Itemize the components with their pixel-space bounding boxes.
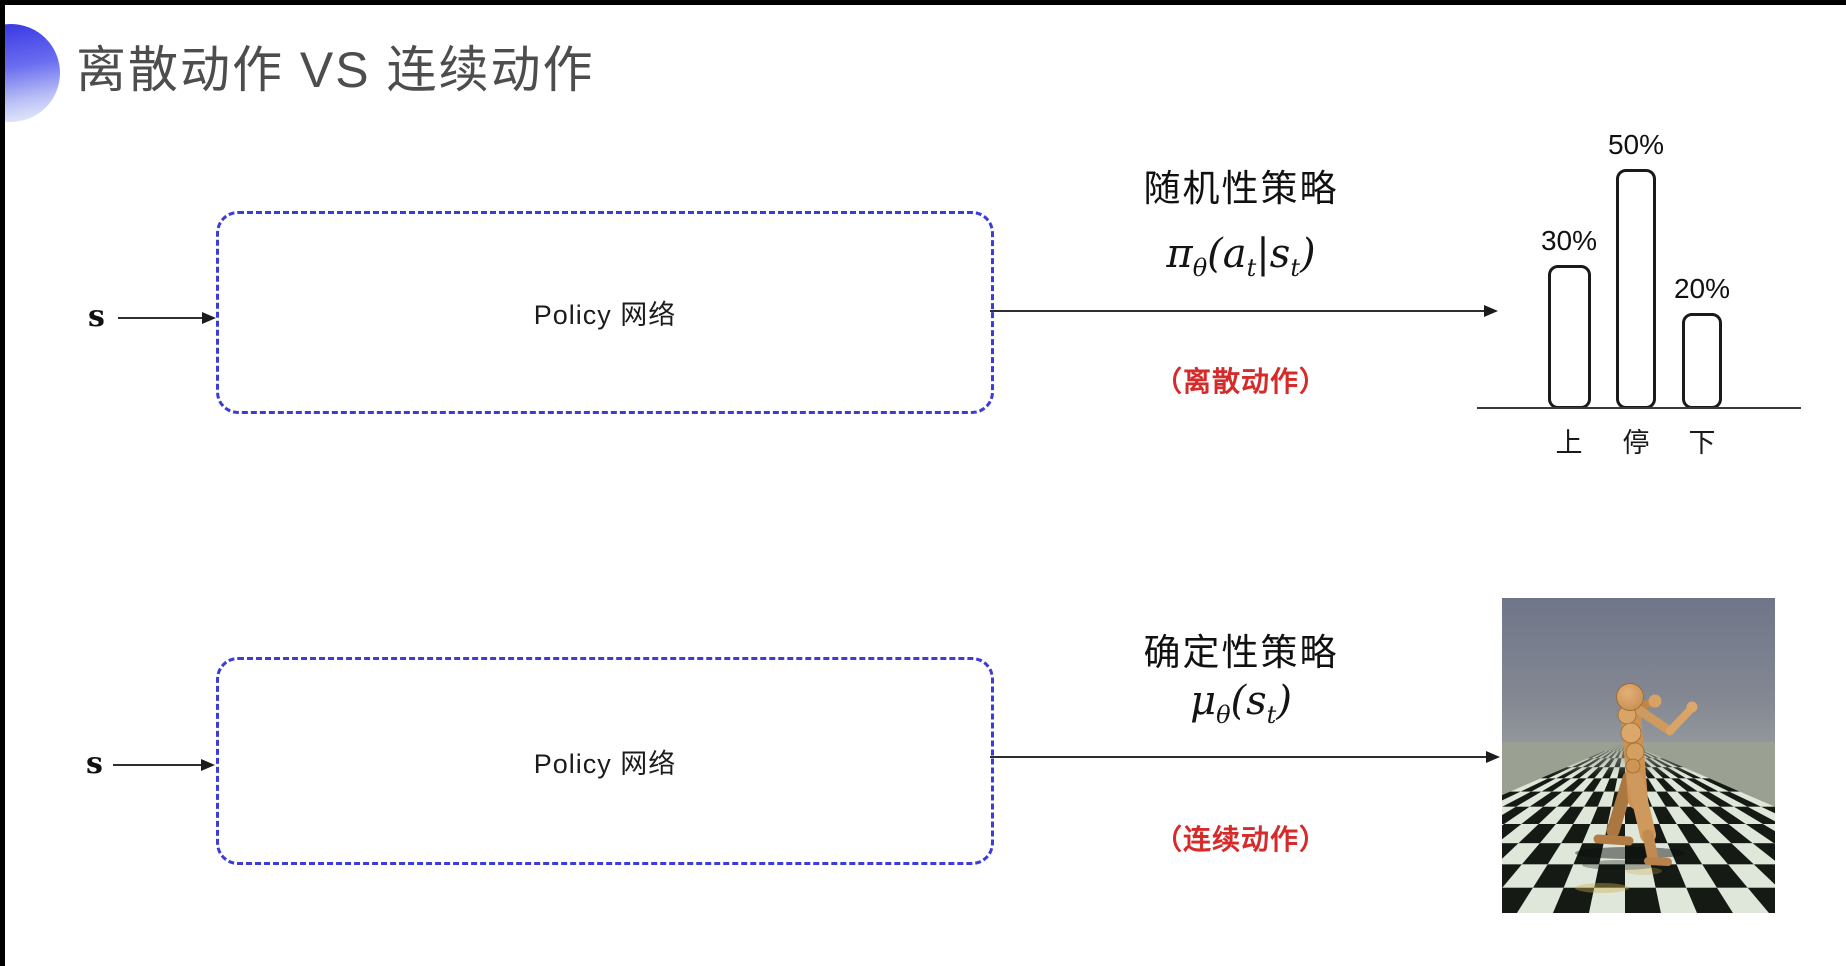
chart-bar bbox=[1616, 169, 1656, 409]
formula-state-var: s bbox=[1269, 231, 1291, 277]
chart-bar bbox=[1547, 265, 1591, 409]
sim-render bbox=[1502, 598, 1775, 913]
policy-network-box-bottom: Policy 网络 bbox=[216, 657, 994, 865]
bar-chart-bars: 30% 50% 20% bbox=[1475, 99, 1805, 409]
chart-value-label: 50% bbox=[1607, 129, 1665, 160]
screen-frame-top bbox=[0, 0, 1846, 5]
formula-state-var: s bbox=[1246, 678, 1267, 724]
policy-network-box-top: Policy 网络 bbox=[216, 211, 994, 414]
chart-category-label: 下 bbox=[1688, 428, 1716, 458]
output-arrow-bottom bbox=[990, 751, 1500, 763]
formula-close-paren: ) bbox=[1276, 678, 1292, 724]
stochastic-policy-formula: πθ(at|st) bbox=[1065, 231, 1417, 280]
chart-baseline bbox=[1477, 407, 1801, 409]
state-input-label-bottom: s bbox=[86, 746, 103, 781]
state-input-label-top: s bbox=[88, 299, 105, 334]
page-title: 离散动作 VS 连续动作 bbox=[76, 42, 595, 98]
input-arrow-top bbox=[118, 312, 216, 324]
chart-value-label: 20% bbox=[1673, 273, 1731, 304]
formula-mu-sub: θ bbox=[1216, 701, 1231, 729]
formula-pi: π bbox=[1166, 231, 1193, 277]
humanoid-figure bbox=[1575, 683, 1698, 893]
formula-action-var: a bbox=[1222, 231, 1247, 277]
formula-state-sub: t bbox=[1290, 254, 1300, 282]
formula-open-paren: ( bbox=[1207, 231, 1223, 277]
continuous-action-note: （连续动作） bbox=[1153, 824, 1328, 855]
screen-frame-left bbox=[0, 0, 5, 966]
title-bullet-sphere-icon bbox=[0, 24, 60, 122]
policy-network-label-top: Policy 网络 bbox=[533, 300, 677, 330]
output-arrow-top bbox=[990, 305, 1498, 317]
chart-category-label: 上 bbox=[1555, 428, 1583, 458]
chart-category-label: 停 bbox=[1622, 428, 1650, 458]
humanoid-sim-image bbox=[1502, 598, 1775, 913]
formula-bar: | bbox=[1256, 231, 1270, 277]
stochastic-policy-title: 随机性策略 bbox=[1143, 168, 1339, 209]
formula-pi-sub: θ bbox=[1192, 254, 1208, 282]
policy-network-label-bottom: Policy 网络 bbox=[533, 748, 677, 779]
formula-mu: μ bbox=[1190, 678, 1217, 724]
deterministic-policy-title: 确定性策略 bbox=[1143, 632, 1339, 673]
input-arrow-bottom bbox=[113, 759, 215, 771]
formula-close-paren: ) bbox=[1299, 231, 1316, 277]
chart-value-label: 30% bbox=[1540, 225, 1598, 256]
discrete-action-note: （离散动作） bbox=[1153, 366, 1328, 397]
formula-state-sub: t bbox=[1266, 701, 1277, 729]
action-probability-chart: 30% 50% 20% 上 停 下 bbox=[1475, 99, 1805, 469]
formula-open-paren: ( bbox=[1230, 678, 1247, 724]
deterministic-policy-formula: μθ(st) bbox=[1065, 678, 1417, 727]
chart-bar bbox=[1682, 313, 1722, 409]
formula-action-sub: t bbox=[1246, 254, 1257, 282]
